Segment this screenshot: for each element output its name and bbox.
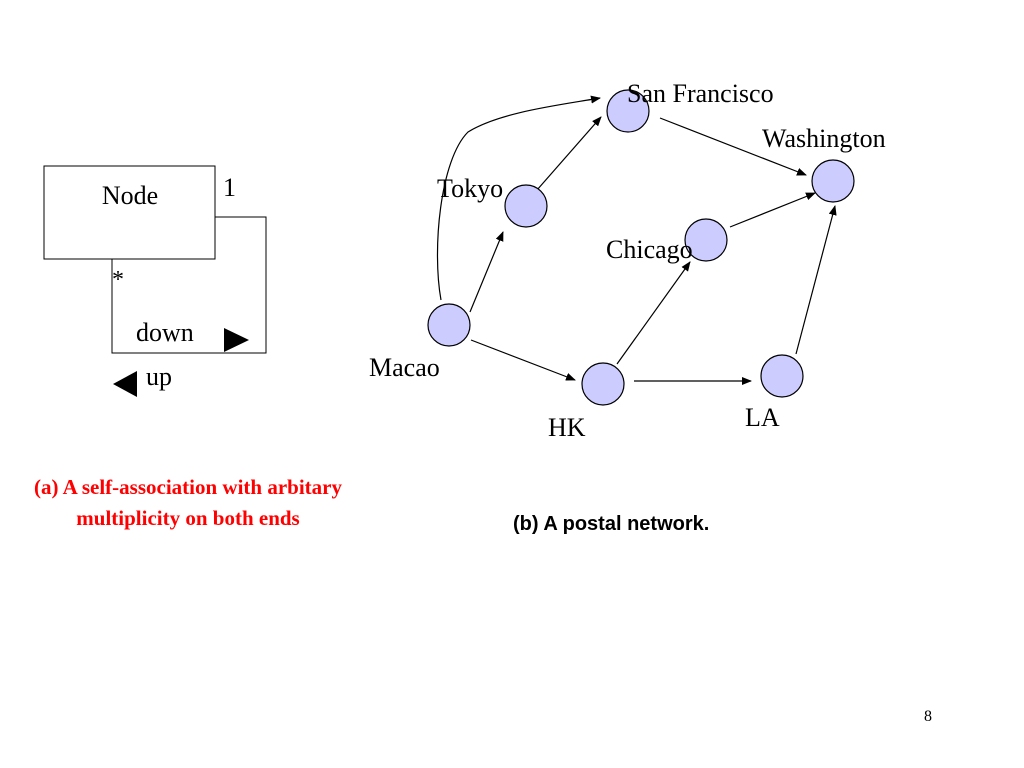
label-tokyo: Tokyo [437,174,503,203]
role-down-label: down [136,318,194,347]
edge-macao-tokyo [469,231,504,313]
node-chicago [684,218,728,262]
node-class-box [43,165,216,260]
edge-la-washington [795,205,837,355]
node-macao [427,303,471,347]
label-san-francisco: San Francisco [627,79,774,108]
edge-tokyo-san-francisco [536,116,602,191]
multiplicity-many: * [112,267,124,293]
label-la: LA [745,403,780,432]
node-washington [811,159,855,203]
label-chicago: Chicago [606,235,693,264]
caption-postal-network: (b) A postal network. [513,513,710,535]
node-class-name: Node [102,181,158,210]
page-number: 8 [924,708,932,725]
self-association-line [111,216,267,354]
label-macao: Macao [369,353,440,382]
node-tokyo [504,184,548,228]
node-hk [581,362,625,406]
node-san-francisco [606,89,650,133]
node-la [760,354,804,398]
edge-macao-hk [470,339,576,381]
label-hk: HK [548,413,586,442]
left-triangle-icon [113,371,137,397]
role-up-label: up [146,362,172,391]
right-triangle-icon [224,328,249,352]
multiplicity-one: 1 [223,173,236,202]
network-edges [436,95,837,385]
caption-self-association: (a) A self-association with arbitary mul… [34,475,342,530]
label-washington: Washington [762,124,886,153]
network-labels: Macao Tokyo San Francisco Washington Chi… [369,79,886,442]
uml-self-association: Node 1 * down up [43,165,267,397]
edge-chicago-washington [729,192,816,228]
network-nodes [427,89,855,406]
postal-network: Macao Tokyo San Francisco Washington Chi… [369,79,886,442]
edge-hk-chicago [616,261,691,365]
edge-san-francisco-washington [659,117,807,176]
edge-macao-san-francisco-curved [436,95,601,301]
